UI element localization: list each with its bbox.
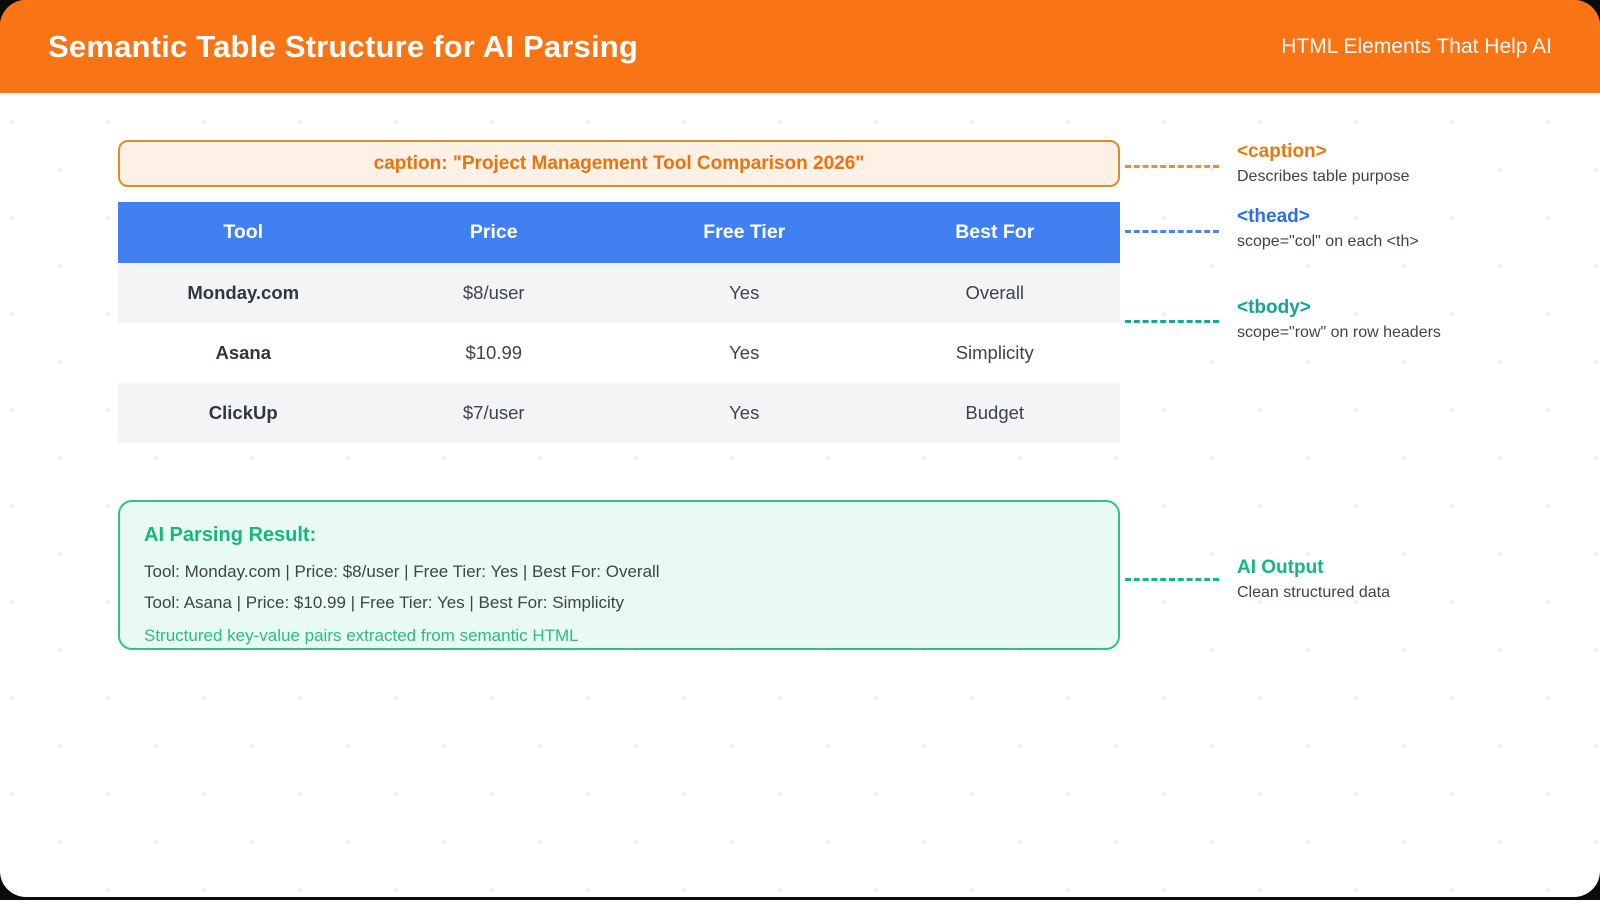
header-subtitle: HTML Elements That Help AI (1281, 34, 1552, 58)
column-header-tool: Tool (223, 221, 264, 243)
row-header-cell: Asana (215, 342, 272, 363)
header-bar: Semantic Table Structure for AI Parsing … (0, 0, 1600, 93)
result-box-title: AI Parsing Result: (144, 524, 317, 546)
annotation-title: <caption> (1237, 141, 1327, 162)
table-cell: $7/user (462, 402, 525, 423)
annotation-title: AI Output (1237, 557, 1324, 578)
table-row: Monday.com $8/user Yes Overall (118, 263, 1120, 323)
annotation-tbody: <tbody> scope="row" on row headers (1237, 297, 1567, 343)
row-header-cell: Monday.com (187, 282, 300, 303)
annotation-title: <tbody> (1237, 297, 1311, 318)
caption-box: caption: "Project Management Tool Compar… (118, 140, 1120, 187)
table-cell: Yes (729, 342, 760, 363)
annotation-description: scope="row" on row headers (1237, 324, 1441, 341)
column-header-best-for: Best For (955, 221, 1035, 243)
column-header-free-tier: Free Tier (703, 221, 786, 243)
connector-caption (1125, 165, 1219, 168)
table-row: Asana $10.99 Yes Simplicity (118, 323, 1120, 383)
result-line: Tool: Monday.com | Price: $8/user | Free… (144, 562, 660, 581)
comparison-table: Tool Price Free Tier Best For Monday.com… (118, 202, 1120, 443)
ai-parsing-result-box: AI Parsing Result: Tool: Monday.com | Pr… (118, 500, 1120, 650)
annotation-title: <thead> (1237, 206, 1310, 227)
result-line: Tool: Asana | Price: $10.99 | Free Tier:… (144, 593, 625, 612)
page-title: Semantic Table Structure for AI Parsing (48, 28, 639, 64)
row-header-cell: ClickUp (208, 402, 278, 423)
table-row: ClickUp $7/user Yes Budget (118, 383, 1120, 443)
connector-ai-output (1125, 578, 1219, 581)
table-cell: Yes (729, 282, 760, 303)
annotation-caption: <caption> Describes table purpose (1237, 141, 1567, 187)
table-cell: Simplicity (955, 342, 1034, 363)
annotation-ai-output: AI Output Clean structured data (1237, 557, 1567, 603)
connector-tbody (1125, 320, 1219, 323)
annotation-description: Describes table purpose (1237, 168, 1410, 185)
annotation-thead: <thead> scope="col" on each <th> (1237, 206, 1567, 252)
connector-thead (1125, 230, 1219, 233)
annotation-description: scope="col" on each <th> (1237, 233, 1419, 250)
table-cell: $8/user (462, 282, 525, 303)
table-cell: Overall (965, 282, 1025, 303)
table-cell: Yes (729, 402, 760, 423)
caption-text: caption: "Project Management Tool Compar… (373, 152, 865, 174)
table-cell: $10.99 (465, 342, 523, 363)
table-header-row: Tool Price Free Tier Best For (118, 202, 1120, 263)
result-footnote: Structured key-value pairs extracted fro… (144, 626, 579, 645)
column-header-price: Price (469, 221, 518, 243)
annotation-description: Clean structured data (1237, 584, 1390, 601)
table-cell: Budget (965, 402, 1025, 423)
